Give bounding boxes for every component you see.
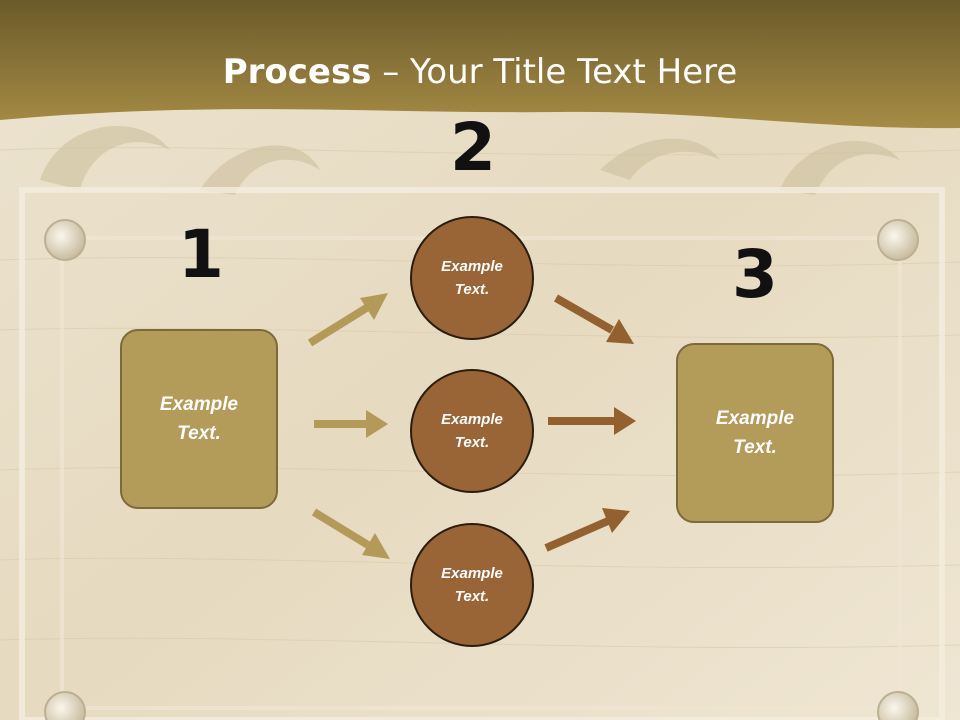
title-rest: – Your Title Text Here xyxy=(371,52,738,92)
right-box-text: Example Text. xyxy=(715,408,795,458)
right-box: Example Text. xyxy=(676,343,834,523)
circle-top: Example Text. xyxy=(410,216,534,340)
slide-title: Process – Your Title Text Here xyxy=(0,52,960,92)
circle-bottom: Example Text. xyxy=(410,523,534,647)
left-box-text: Example Text. xyxy=(159,394,239,444)
circle-middle: Example Text. xyxy=(410,369,534,493)
step-number-1: 1 xyxy=(178,216,224,293)
circle-top-text: Example Text. xyxy=(441,258,503,298)
step-number-3: 3 xyxy=(732,236,778,313)
circle-middle-text: Example Text. xyxy=(441,411,503,451)
step-number-2: 2 xyxy=(450,109,496,186)
circle-bottom-text: Example Text. xyxy=(441,565,503,605)
left-box: Example Text. xyxy=(120,329,278,509)
title-bold: Process xyxy=(222,52,372,92)
